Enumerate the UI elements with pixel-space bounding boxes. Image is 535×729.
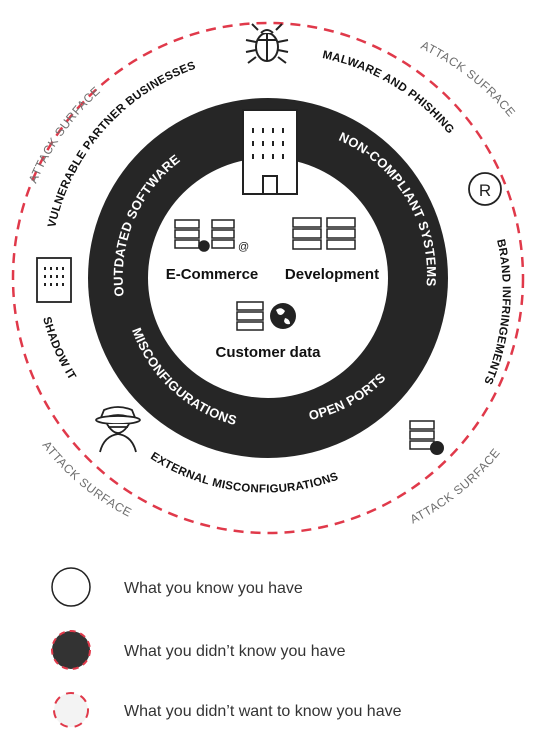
legend-label-unwanted: What you didn’t want to know you have	[124, 703, 402, 720]
legend-item-known: What you know you have	[51, 567, 303, 607]
legend-label-unknown: What you didn’t know you have	[124, 643, 346, 660]
registered-trademark-icon: R	[468, 172, 502, 206]
development-servers-icon	[292, 217, 356, 250]
legend-swatch-dark	[51, 630, 91, 670]
customer-data-label: Customer data	[215, 344, 321, 361]
legend: What you know you have What you didn’t k…	[51, 567, 402, 728]
ecommerce-label: E-Commerce	[166, 266, 259, 283]
bug-icon	[245, 23, 289, 64]
hacker-icon	[95, 406, 141, 453]
development-label: Development	[285, 266, 379, 283]
legend-item-unknown: What you didn’t know you have	[51, 630, 346, 670]
legend-swatch-dashed	[53, 692, 89, 728]
svg-text:@: @	[238, 241, 249, 253]
servers-globe-icon	[409, 420, 444, 455]
small-building-icon	[36, 257, 72, 303]
customer-data-servers-icon	[236, 301, 264, 331]
office-building-icon	[242, 109, 298, 195]
legend-item-unwanted: What you didn’t want to know you have	[53, 692, 402, 728]
legend-swatch-white	[51, 567, 91, 607]
legend-label-known: What you know you have	[124, 580, 303, 597]
ecommerce-servers-icon: @	[174, 219, 249, 253]
svg-text:R: R	[479, 181, 491, 200]
globe-icon	[270, 303, 296, 329]
